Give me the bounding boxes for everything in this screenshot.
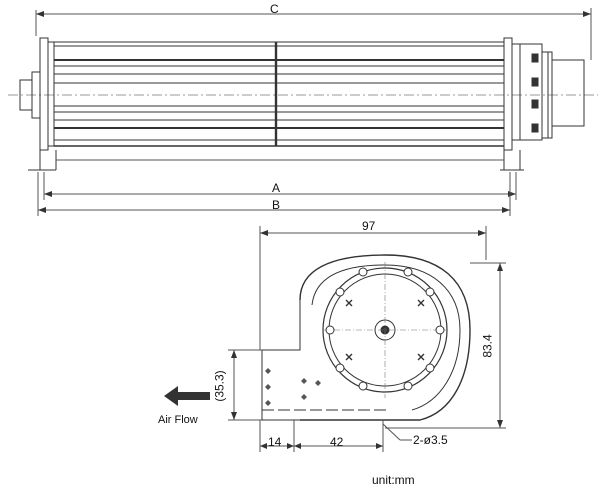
dim-hole-spacing: 42	[330, 435, 344, 449]
dim-height: 83.4	[480, 334, 495, 358]
dim-mounting-length: A	[272, 181, 281, 195]
unit-label: unit:mm	[372, 473, 415, 487]
dim-overall-length: C	[270, 2, 279, 16]
dim-width: 97	[362, 219, 376, 233]
dim-outlet-offset: 14	[268, 435, 282, 449]
dim-body-length: B	[272, 198, 281, 212]
airflow-arrow	[164, 386, 210, 406]
end-view	[228, 226, 506, 452]
airflow-label: Air Flow	[158, 414, 198, 426]
dim-outlet-height: (35.3)	[212, 370, 227, 402]
side-view	[8, 8, 598, 216]
dim-holes: 2-ø3.5	[413, 433, 448, 447]
